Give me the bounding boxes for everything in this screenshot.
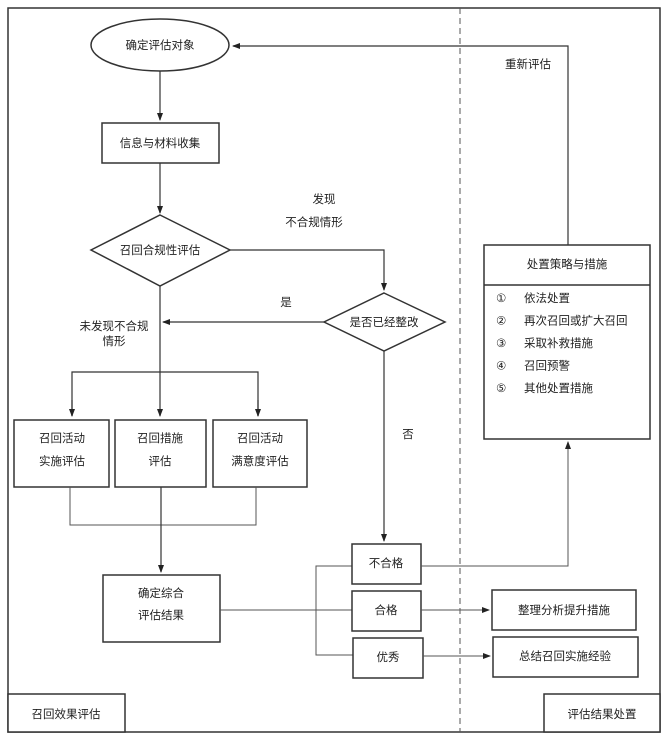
node-eval-implementation: 召回活动 实施评估 xyxy=(13,419,110,488)
strategy-item-number: ② xyxy=(496,314,506,328)
strategy-item-number: ⑤ xyxy=(496,381,506,395)
edge-merge xyxy=(69,487,257,526)
node-pass: 合格 xyxy=(351,590,422,632)
lane-label-right: 评估结果处置 xyxy=(543,693,661,733)
edge-grade-bracket xyxy=(315,565,353,656)
outer-frame xyxy=(7,7,661,733)
summarize-text: 总结召回实施经验 xyxy=(519,649,611,663)
label-not-found-2: 情形 xyxy=(103,334,126,348)
node-combined: 确定综合 评估结果 xyxy=(102,574,221,643)
label-found-1: 发现 xyxy=(313,192,336,206)
node-eval-satisfaction: 召回活动 满意度评估 xyxy=(212,419,308,488)
lane-label-left: 召回效果评估 xyxy=(7,693,126,733)
node-start-text: 确定评估对象 xyxy=(126,38,195,52)
strategy-item-number: ④ xyxy=(496,359,506,373)
excellent-text: 优秀 xyxy=(377,650,400,664)
eval2-line2: 评估 xyxy=(149,454,172,468)
node-summarize: 总结召回实施经验 xyxy=(492,636,639,678)
node-collect: 信息与材料收集 xyxy=(101,122,220,164)
eval3-line2: 满意度评估 xyxy=(231,454,289,468)
node-compliance: 召回合规性评估 xyxy=(89,214,232,287)
improve-text: 整理分析提升措施 xyxy=(518,603,610,617)
edge-split xyxy=(71,371,259,416)
strategy-list: ① 依法处置 ② 再次召回或扩大召回 ③ 采取补救措施 ④ 召回预警 ⑤ 其他处置措施 xyxy=(496,291,628,395)
label-not-found-1: 未发现不合规 xyxy=(80,319,149,333)
label-reassess: 重新评估 xyxy=(505,57,551,71)
node-compliance-text: 召回合规性评估 xyxy=(120,243,201,257)
node-improve: 整理分析提升措施 xyxy=(491,589,637,631)
label-no: 否 xyxy=(402,427,414,441)
node-strategy: 处置策略与措施 ① 依法处置 ② 再次召回或扩大召回 ③ 采取补救措施 ④ 召回预警 ⑤ 其他处置… xyxy=(483,244,651,440)
fail-text: 不合格 xyxy=(369,556,404,570)
label-yes: 是 xyxy=(280,295,292,309)
strategy-item-label: 其他处置措施 xyxy=(524,381,593,395)
eval1-line2: 实施评估 xyxy=(39,454,85,468)
node-rectified: 是否已经整改 xyxy=(322,292,447,352)
eval1-line1: 召回活动 xyxy=(39,431,85,445)
combined-line1: 确定综合 xyxy=(138,586,184,600)
strategy-item-number: ③ xyxy=(496,336,506,350)
lane-right-text: 评估结果处置 xyxy=(568,707,637,721)
strategy-title: 处置策略与措施 xyxy=(527,257,608,271)
lane-left-text: 召回效果评估 xyxy=(32,707,101,721)
node-eval-measures: 召回措施 评估 xyxy=(114,419,207,488)
pass-text: 合格 xyxy=(375,603,398,617)
node-start: 确定评估对象 xyxy=(90,18,230,72)
combined-line2: 评估结果 xyxy=(138,608,184,622)
node-excellent: 优秀 xyxy=(352,637,424,679)
label-found-2: 不合规情形 xyxy=(285,215,343,229)
strategy-item-number: ① xyxy=(496,291,506,305)
strategy-item-label: 再次召回或扩大召回 xyxy=(524,314,628,328)
edge-compliance-rectified xyxy=(230,249,387,291)
edge-fail-strategy xyxy=(421,441,571,567)
edge-reassess xyxy=(232,43,569,248)
node-fail: 不合格 xyxy=(351,543,422,585)
strategy-item-label: 采取补救措施 xyxy=(524,336,593,350)
node-collect-text: 信息与材料收集 xyxy=(120,136,201,150)
strategy-item-label: 召回预警 xyxy=(524,359,570,373)
eval3-line1: 召回活动 xyxy=(237,431,283,445)
node-rectified-text: 是否已经整改 xyxy=(350,315,419,329)
eval2-line1: 召回措施 xyxy=(137,431,183,445)
strategy-item-label: 依法处置 xyxy=(524,291,570,305)
